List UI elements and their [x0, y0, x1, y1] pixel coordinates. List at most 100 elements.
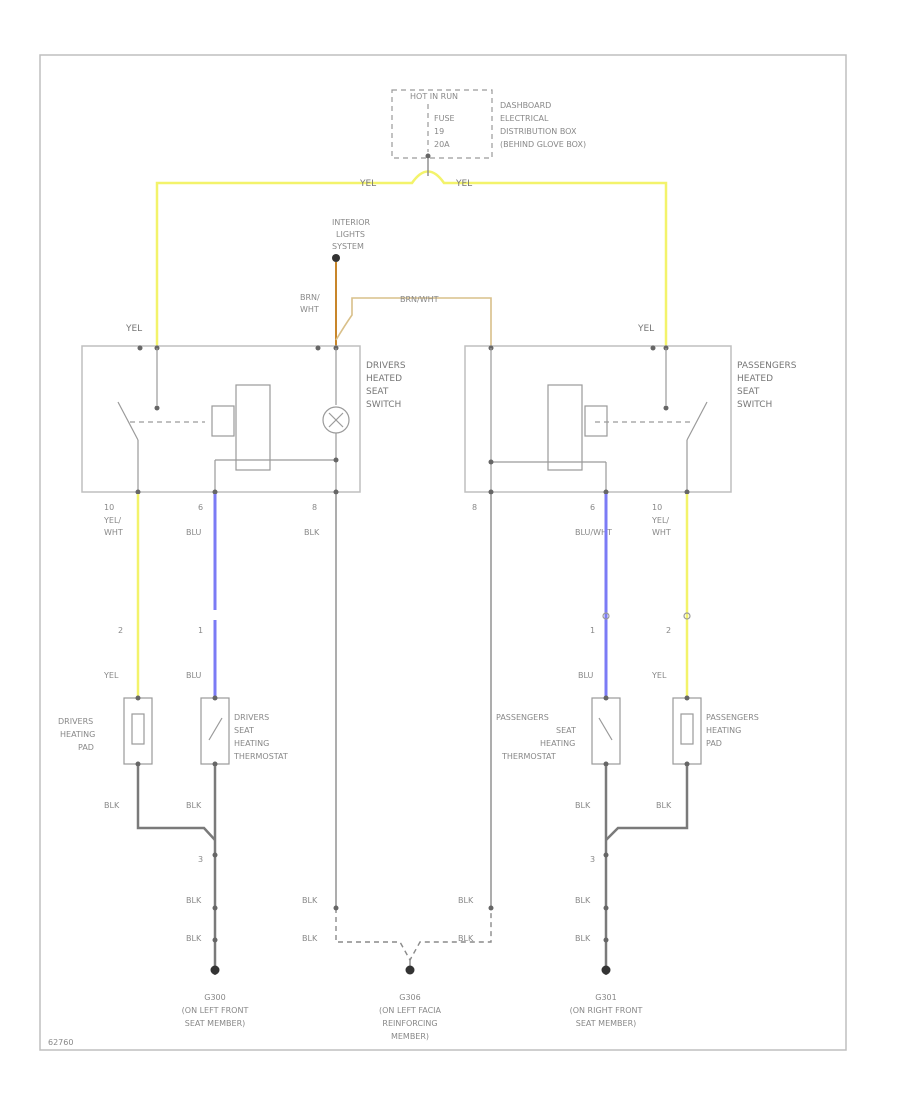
passenger-yel-wht-label-1: YEL/	[651, 516, 669, 525]
driver-switch-line-3: SEAT	[366, 387, 389, 397]
passenger-switch-line-1: PASSENGERS	[737, 361, 797, 371]
brn-wht-label-1: BRN/	[300, 293, 320, 302]
passenger-switch-line-3: SEAT	[737, 387, 760, 397]
driver-pad-yel-label: YEL	[103, 671, 119, 680]
driver-blk-connector	[333, 905, 339, 911]
ground-right-line-3: SEAT MEMBER)	[576, 1019, 637, 1028]
passenger-ground-blk-label-1: BLK	[575, 896, 591, 905]
passenger-pin-8-label: 8	[472, 503, 477, 512]
driver-thermo-bottom-pin	[212, 761, 218, 767]
ground-point-right	[601, 965, 611, 975]
driver-pad-element	[131, 713, 145, 745]
driver-pad-bottom-pin	[135, 761, 141, 767]
passenger-switch-line-2: HEATED	[737, 374, 773, 384]
ground-center-line-4: MEMBER)	[391, 1032, 429, 1041]
driver-thermo-line-1: DRIVERS	[234, 713, 269, 722]
fuse-line-1: FUSE	[434, 114, 455, 123]
figure-id: 62760	[48, 1038, 73, 1047]
passenger-pad-ground-wire	[605, 766, 689, 841]
driver-ground-splice	[212, 852, 218, 858]
passenger-blk-connector	[488, 905, 494, 911]
interior-lights-terminal	[332, 254, 340, 262]
passenger-thermo-line-3: HEATING	[540, 739, 575, 748]
fuse-box-title: HOT IN RUN	[410, 92, 458, 101]
driver-pin-10	[135, 489, 141, 495]
passenger-thermo-line-2: SEAT	[556, 726, 576, 735]
center-blk-label-4: BLK	[458, 934, 474, 943]
driver-switch-outline	[81, 345, 361, 493]
passenger-pin-6	[603, 489, 609, 495]
passenger-thermo-blu-label: BLU	[578, 671, 594, 680]
driver-yel-wht-label-1: YEL/	[103, 516, 121, 525]
driver-switch-contact	[154, 405, 160, 411]
driver-relay-coil	[211, 405, 235, 437]
passenger-bus-junction	[488, 459, 494, 465]
driver-pad-top-pin	[135, 695, 141, 701]
driver-switch-line-1: DRIVERS	[366, 361, 406, 371]
passenger-pin-10-label: 10	[652, 503, 662, 512]
fuse-location-2: ELECTRICAL	[500, 114, 549, 123]
passenger-thermo-line-1: PASSENGERS	[496, 713, 549, 722]
center-blk-label-1: BLK	[302, 896, 318, 905]
passenger-switch-line-4: SWITCH	[737, 400, 772, 410]
ground-point-center	[405, 965, 415, 975]
center-blk-label-2: BLK	[302, 934, 318, 943]
driver-bus-junction	[333, 457, 339, 463]
driver-pin-10-label: 10	[104, 503, 114, 512]
passenger-pin-8	[488, 489, 494, 495]
driver-thermo-line-2: SEAT	[234, 726, 254, 735]
brn-wht-jumper-label: BRN/WHT	[400, 295, 439, 304]
interior-lights-line-2: LIGHTS	[336, 230, 365, 239]
driver-switch-line-4: SWITCH	[366, 400, 401, 410]
ground-right-line-1: G301	[595, 993, 616, 1002]
passenger-ground-splice	[603, 852, 609, 858]
ground-center-line-2: (ON LEFT FACIA	[379, 1006, 441, 1015]
ground-point-left	[210, 965, 220, 975]
driver-pad-body	[123, 697, 153, 765]
passenger-pad-pin-2: 2	[666, 626, 671, 635]
passenger-relay-coil	[584, 405, 608, 437]
fuse-terminal	[425, 153, 431, 159]
passenger-thermo-contact	[598, 717, 613, 741]
passenger-switch-outline	[464, 345, 732, 493]
passenger-heating-pad	[672, 695, 702, 767]
driver-thermo-pin-1: 1	[198, 626, 203, 635]
driver-thermo-line-3: HEATING	[234, 739, 269, 748]
driver-ground-blk-label-1: BLK	[186, 896, 202, 905]
passenger-pad-line-1: PASSENGERS	[706, 713, 759, 722]
passenger-thermo-bottom-pin	[603, 761, 609, 767]
driver-ground-pin-3: 3	[198, 855, 203, 864]
driver-switch-line-2: HEATED	[366, 374, 402, 384]
driver-pad-line-2: HEATING	[60, 730, 95, 739]
passenger-ground-connector-a	[603, 905, 609, 911]
interior-lights-line-3: SYSTEM	[332, 242, 364, 251]
driver-pin-6	[212, 489, 218, 495]
passenger-relay-body	[547, 384, 583, 471]
passenger-seat-heating-thermostat	[591, 695, 621, 767]
driver-relay-body	[235, 384, 271, 471]
passenger-pad-yel-label: YEL	[651, 671, 667, 680]
passenger-thermo-pin-1: 1	[590, 626, 595, 635]
fuse-box: HOT IN RUN FUSE 19 20A DASHBOARD ELECTRI…	[391, 89, 586, 159]
driver-ground-connector-a	[212, 905, 218, 911]
driver-pin-6-label: 6	[198, 503, 203, 512]
ground-left-line-3: SEAT MEMBER)	[185, 1019, 246, 1028]
interior-lights-line-1: INTERIOR	[332, 218, 371, 227]
passenger-pad-bottom-pin	[684, 761, 690, 767]
yel-feed-wire	[155, 170, 668, 348]
yel-feed-label-left: YEL	[359, 179, 376, 189]
passenger-pad-top-pin	[684, 695, 690, 701]
passenger-pin-6-label: 6	[590, 503, 595, 512]
passenger-thermo-top-pin	[603, 695, 609, 701]
passenger-pad-element	[680, 713, 694, 745]
passenger-thermo-line-4: THERMOSTAT	[501, 752, 556, 761]
passenger-switch-blade	[686, 401, 708, 441]
passenger-pad-line-2: HEATING	[706, 726, 741, 735]
driver-yel-wht-label-2: WHT	[104, 528, 123, 537]
brn-wht-label-2: WHT	[300, 305, 319, 314]
ground-center-line-3: REINFORCING	[382, 1019, 437, 1028]
passenger-switch-pin-top-b	[650, 345, 656, 351]
ground-left-line-2: (ON LEFT FRONT	[182, 1006, 249, 1015]
driver-thermo-blu-label: BLU	[186, 671, 202, 680]
